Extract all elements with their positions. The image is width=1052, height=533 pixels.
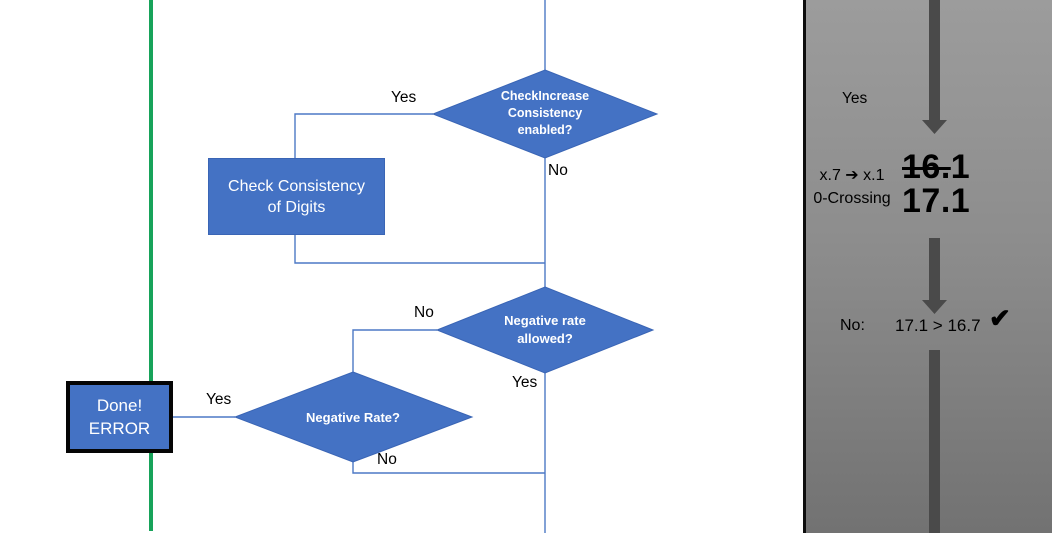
label-line: enabled? [517, 123, 573, 137]
label-line: of Digits [267, 198, 326, 216]
terminator-done-error: Done! ERROR [66, 381, 173, 453]
flowchart-canvas [172, 0, 659, 533]
label-line: Done! [96, 396, 143, 415]
panel-yes-label: Yes [842, 90, 868, 107]
connector-no-branch [352, 329, 437, 372]
diamond-negative-allowed-label: Negative rate allowed? [450, 312, 640, 348]
panel-note-zero-crossing: 0-Crossing [813, 190, 891, 207]
edge-label-yes-bottom: Yes [206, 391, 232, 408]
label-line: Consistency [507, 106, 583, 120]
panel-arrows [922, 0, 947, 533]
new-value: 17.1 [902, 182, 971, 220]
annotation-panel: Yes x.7 ➔ x.1 0-Crossing 16.1 17.1 No: 1… [803, 0, 1052, 533]
down-arrow-head-1 [922, 120, 947, 134]
edge-label-no-mid: No [414, 304, 434, 321]
edge-label-yes-top: Yes [391, 89, 417, 106]
diamond-negative-rate [233, 371, 474, 463]
label-line: Negative Rate? [306, 410, 400, 425]
panel-comparison: 17.1 > 16.7 [895, 316, 981, 335]
label-line: CheckIncrease [500, 89, 590, 103]
process-check-consistency: Check Consistency of Digits [208, 158, 385, 235]
edge-label-yes-mid: Yes [512, 374, 538, 391]
gray-arrows [922, 0, 947, 533]
down-arrow-shaft-3 [929, 350, 940, 533]
diamond-check-increase-label: CheckIncrease Consistency enabled? [450, 88, 640, 139]
old-value-rest: 1 [950, 148, 971, 186]
diamond-check-increase [431, 69, 659, 159]
connector-no-return [352, 462, 545, 474]
diamond-negative-rate-label: Negative Rate? [258, 410, 448, 426]
label-line: ERROR [88, 419, 151, 438]
diamond-negative-allowed [435, 286, 655, 374]
label-line: Check Consistency [228, 177, 365, 195]
old-value-struck: 16. [902, 148, 951, 186]
label-line: Negative rate [504, 313, 586, 328]
decision-diamonds [233, 69, 659, 463]
panel-no-label: No: [840, 317, 865, 334]
green-guide-line [149, 0, 153, 531]
down-arrow-shaft-1 [929, 0, 940, 121]
panel-values: 16.1 17.1 [902, 150, 970, 218]
down-arrow-shaft-2 [929, 238, 940, 301]
label-line: allowed? [517, 331, 573, 346]
old-value: 16.1 [902, 150, 970, 184]
down-arrow-head-2 [922, 300, 947, 314]
panel-note-transition: x.7 ➔ x.1 [819, 167, 885, 184]
edge-label-no-top: No [548, 162, 568, 179]
checkmark-icon: ✔ [989, 303, 1011, 333]
edge-label-no-bottom: No [377, 451, 397, 468]
